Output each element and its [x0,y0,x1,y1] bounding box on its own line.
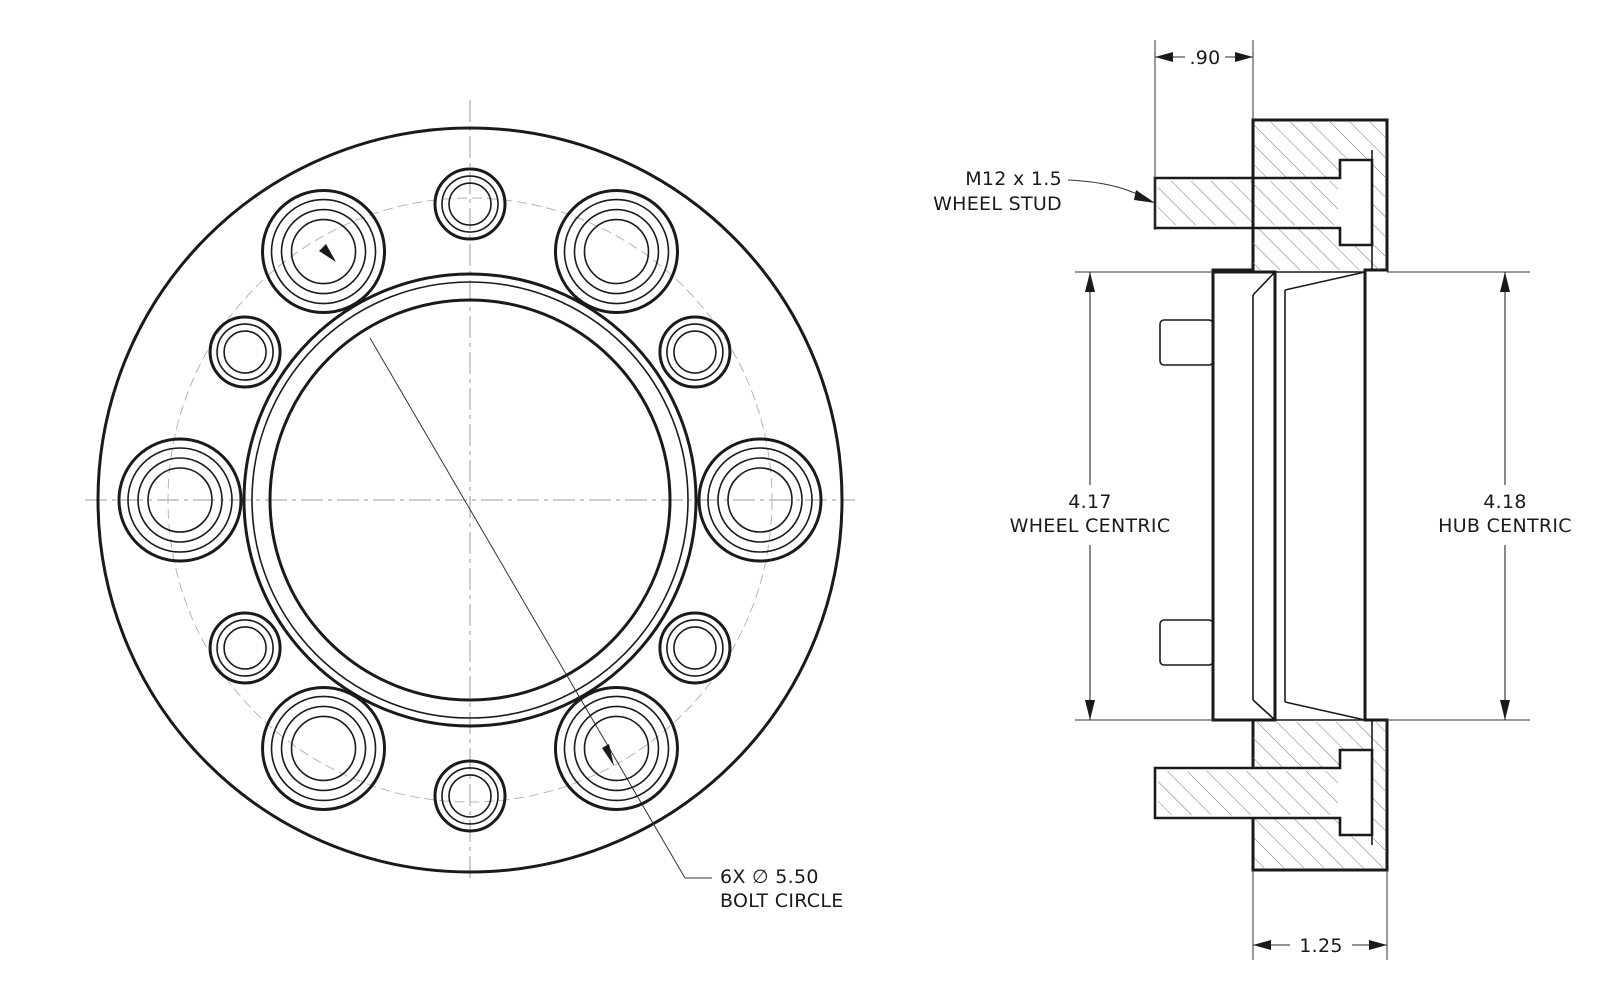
dim-bottom-arrow-right [1369,940,1387,950]
stud-hole-5 [583,218,650,285]
stud-boss-inner-2 [280,705,367,792]
stud-boss-ring-5 [563,198,670,305]
lug-hole-outer-4 [433,167,507,241]
center-bore-inner [268,298,672,702]
lug-hole-ring-3 [216,323,274,381]
pilot-pin-upper [1159,319,1214,366]
dim-left-arrow-bottom [1085,700,1095,720]
lug-hole-inner-1 [448,774,492,818]
bolt-circle-arrow-top [319,244,336,262]
lug-hole-outer-3 [208,315,282,389]
dim-right-arrow-bottom [1500,700,1510,720]
dim-top-value: .90 [1189,47,1220,69]
stud-top-hatch [1158,181,1338,225]
lug-hole-inner-2 [223,626,267,670]
stud-boss-inner-5 [573,208,660,295]
lug-hole-inner-4 [448,182,492,226]
stud-boss-outer-1 [553,685,679,811]
pilot-chamfer-top [1252,271,1276,296]
bolt-circle-arrow-bottom [602,744,614,766]
lug-hole-outer-1 [433,759,507,833]
stud-hole-4 [290,218,357,285]
lug-hole-ring-4 [441,175,499,233]
lug-hole-ring-2 [216,619,274,677]
stud-hole-0 [727,467,793,533]
stud-hole-2 [290,715,357,782]
dim-left-arrow-top [1085,272,1095,292]
stud-callout-line2: WHEEL STUD [933,193,1062,215]
dim-top-arrow-right [1235,52,1253,62]
wheel-pilot-ring [1213,270,1277,722]
stud-boss-inner-4 [280,208,367,295]
stud-boss-ring-0 [707,447,813,553]
dim-right-arrow-top [1500,272,1510,292]
lug-hole-inner-3 [223,330,267,374]
center-bore-outer [242,272,698,728]
dim-bottom-arrow-left [1253,940,1271,950]
stud-boss-outer-5 [553,189,679,315]
stud-bottom-hatch [1158,771,1338,815]
lug-hole-outer-5 [658,315,732,389]
stud-boss-outer-3 [117,437,243,563]
dim-bottom-value: 1.25 [1299,935,1343,957]
stud-boss-ring-1 [563,695,670,802]
stud-boss-ring-2 [270,695,377,802]
center-bore-chamfer [251,281,689,719]
bolt-pitch-circle [167,197,773,803]
dim-right-label: HUB CENTRIC [1438,515,1572,537]
stud-callout-arrow [1134,190,1155,203]
dim-left-value: 4.17 [1068,491,1112,513]
stud-boss-inner-3 [137,457,223,543]
front-view: 6X ∅ 5.50 BOLT CIRCLE [85,100,855,912]
dim-right-value: 4.18 [1483,491,1527,513]
stud-callout-line1: M12 x 1.5 [965,168,1062,190]
dim-left-label: WHEEL CENTRIC [1010,515,1171,537]
stud-boss-outer-2 [261,685,387,811]
lug-hole-ring-0 [666,619,724,677]
bolt-circle-callout-line1: 6X ∅ 5.50 [720,866,819,888]
bore-chamfer-top [1284,271,1366,291]
spacer-flange-body-outline [1251,118,1389,872]
lug-hole-ring-5 [666,323,724,381]
stud-hole-3 [147,467,213,533]
spacer-outer-circle [96,126,844,874]
bolt-circle-callout-line2: BOLT CIRCLE [720,890,844,912]
stud-boss-inner-0 [717,457,803,543]
side-view: .90 1.25 4.17 WHEEL CENTRIC 4.18 HUB CEN… [933,40,1572,960]
bore-chamfer-bottom [1284,701,1366,721]
lug-hole-outer-0 [658,611,732,685]
lug-hole-inner-0 [673,626,717,670]
stud-boss-ring-4 [270,198,377,305]
lug-hole-outer-2 [208,611,282,685]
lug-hole-ring-1 [441,767,499,825]
dim-top-arrow-left [1155,52,1173,62]
stud-boss-inner-1 [573,705,660,792]
lug-hole-inner-5 [673,330,717,374]
pilot-pin-lower [1159,619,1214,666]
pilot-chamfer-bottom [1252,699,1276,721]
stud-boss-outer-0 [697,437,823,563]
stud-boss-ring-3 [127,447,233,553]
stud-hole-1 [583,715,650,782]
stud-boss-outer-4 [261,189,387,315]
